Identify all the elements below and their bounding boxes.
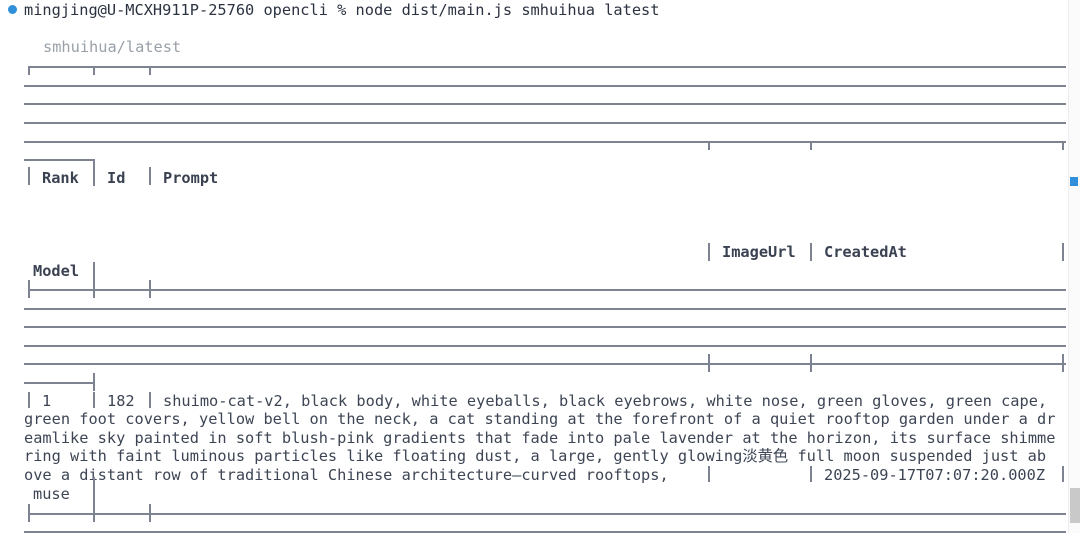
- header-imageurl[interactable]: ImageUrl: [722, 243, 796, 261]
- cell-prompt-line-3: eamlike sky painted in soft blush-pink g…: [24, 429, 1056, 447]
- cell-prompt-line-1: shuimo-cat-v2, black body, white eyeball…: [163, 392, 1048, 410]
- status-dot-icon: [8, 5, 17, 14]
- command-line: mingjing@U-MCXH911P-25760 opencli % node…: [24, 1, 660, 19]
- header-prompt[interactable]: Prompt: [163, 169, 219, 187]
- cell-id: 182: [107, 392, 135, 410]
- header-id[interactable]: Id: [107, 169, 126, 187]
- header-createdat[interactable]: CreatedAt: [824, 243, 907, 261]
- cell-rank: 1: [42, 392, 52, 410]
- scrollbar-track[interactable]: [1068, 0, 1080, 533]
- table-title: smhuihua/latest: [43, 38, 182, 56]
- cell-prompt-line-2: green foot covers, yellow bell on the ne…: [24, 410, 1056, 428]
- cell-createdat: 2025-09-17T07:07:20.000Z: [824, 466, 1046, 484]
- header-rank[interactable]: Rank: [42, 169, 79, 187]
- cell-prompt-line-5: ove a distant row of traditional Chinese…: [24, 466, 669, 484]
- scroll-marker-upper: [1070, 177, 1078, 186]
- cell-prompt-line-4: ring with faint luminous particles like …: [24, 447, 1047, 465]
- scrollbar-thumb[interactable]: [1070, 488, 1080, 523]
- header-model[interactable]: Model: [33, 262, 80, 280]
- cell-model: muse: [33, 485, 70, 503]
